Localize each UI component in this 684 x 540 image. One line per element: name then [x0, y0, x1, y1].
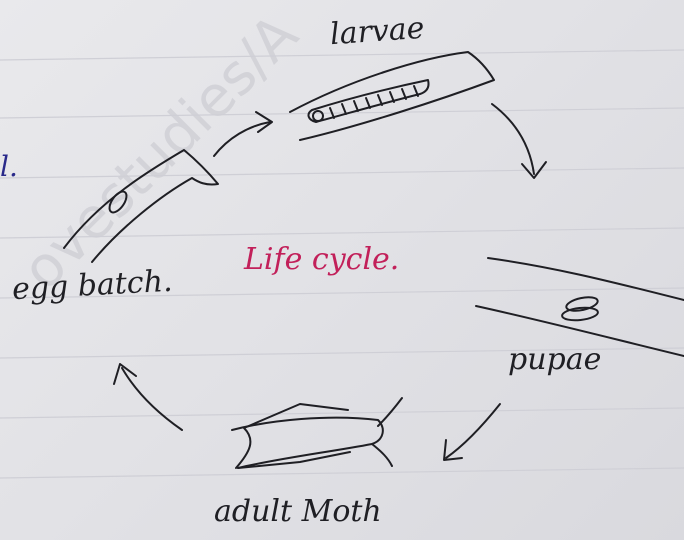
label-larvae: larvae	[329, 11, 426, 53]
label-adult-moth: adult Moth	[214, 494, 382, 529]
moth-wing-lower	[238, 452, 350, 468]
moth-head	[372, 444, 392, 466]
larvae-head	[313, 111, 323, 121]
larvae-body	[309, 80, 429, 122]
arrow-pupae-to-adult	[446, 404, 500, 458]
label-pupae: pupae	[508, 342, 601, 377]
egg-batch	[106, 189, 130, 216]
arrow-larvae-to-pupae	[492, 104, 534, 174]
pupae-leaf-top	[488, 258, 684, 300]
margin-mark: l.	[0, 150, 18, 183]
moth-antenna	[378, 398, 402, 426]
arrow-adult-to-egg	[122, 368, 182, 430]
egg-leaf	[64, 150, 218, 262]
larvae-segments	[330, 86, 418, 118]
arrow-egg-to-larvae	[214, 122, 270, 156]
center-title: Life cycle.	[244, 242, 399, 277]
